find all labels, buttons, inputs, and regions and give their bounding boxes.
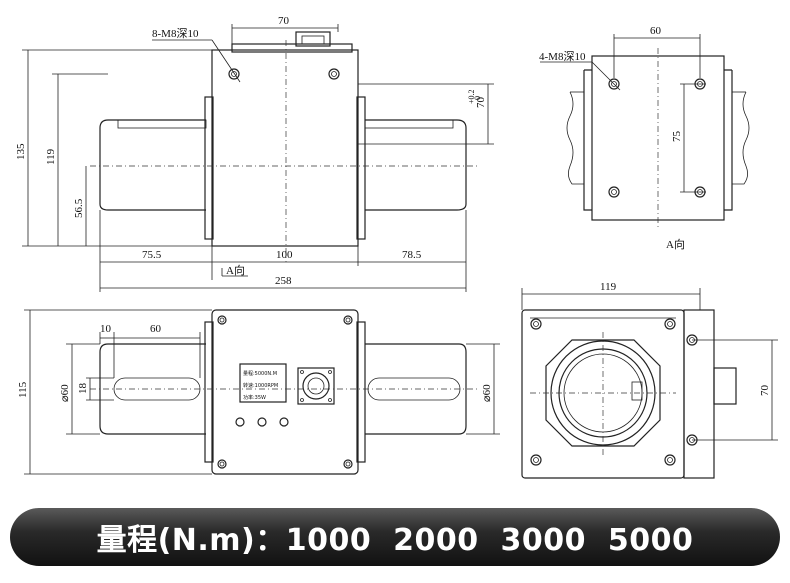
front-mount-holes xyxy=(228,68,340,80)
top-dim-key-width: 18 xyxy=(77,383,89,395)
top-dim-keyway-length: 60 xyxy=(150,323,162,335)
top-right-shaft xyxy=(365,343,467,435)
top-dim-shaft-dia-left: ⌀60 xyxy=(59,384,71,402)
end-view: 119 70 xyxy=(521,281,778,479)
top-dim-height: 115 xyxy=(17,381,29,398)
top-dim-key-offset: 10 xyxy=(100,323,112,335)
side-dim-hole-spacing-h: 60 xyxy=(650,25,662,37)
top-body xyxy=(211,309,359,475)
top-dim-shaft-dia-right: ⌀60 xyxy=(481,384,493,402)
indicator-leds xyxy=(235,417,289,427)
front-dim-tolerance-lower: 0 xyxy=(473,96,482,100)
front-dim-tolerance-upper: +0.2 xyxy=(467,89,476,104)
nameplate-line2: 转速:1000RPM xyxy=(243,382,278,389)
front-dim-right-shaft: 78.5 xyxy=(402,249,422,261)
front-dim-shaft-height: 119 xyxy=(45,148,57,165)
side-hole-note: 4-M8深10 xyxy=(539,50,586,63)
front-connector xyxy=(295,31,331,47)
technical-drawing: 8-M8深10 70 135 119 56.5 75.5 100 78.5 25… xyxy=(15,15,778,479)
front-hole-note: 8-M8深10 xyxy=(152,27,199,40)
end-connector xyxy=(713,367,737,405)
end-dim-width: 119 xyxy=(600,281,617,293)
front-dim-body-length: 100 xyxy=(276,249,293,261)
front-dim-left-shaft: 75.5 xyxy=(142,249,162,261)
end-dim-hole-spacing: 70 xyxy=(759,385,771,397)
connector-socket xyxy=(297,367,335,405)
front-view: 8-M8深10 70 135 119 56.5 75.5 100 78.5 25… xyxy=(15,15,494,292)
side-mount-holes xyxy=(608,78,706,198)
nameplate-line1: 量程:5000N.M xyxy=(243,370,277,377)
nameplate xyxy=(239,363,287,403)
front-dim-overall-length: 258 xyxy=(275,275,292,287)
range-banner: 量程(N.m)：1000 2000 3000 5000 xyxy=(10,508,780,566)
side-dim-hole-spacing-v: 75 xyxy=(671,131,683,143)
range-banner-text: 量程(N.m)：1000 2000 3000 5000 xyxy=(96,523,694,558)
front-dim-top-width: 70 xyxy=(278,15,290,27)
side-view-caption: A向 xyxy=(666,237,685,251)
front-right-shaft xyxy=(365,119,467,211)
front-dim-tolerance-main: 70 xyxy=(475,97,487,109)
front-left-shaft xyxy=(99,119,206,211)
top-view: 量程:5000N.M 转速:1000RPM 功率:35W 10 60 115 xyxy=(17,309,500,475)
end-corner-screws xyxy=(530,318,676,466)
front-top-plate xyxy=(231,43,353,53)
end-side-holes xyxy=(686,334,698,446)
side-view-a: 60 75 4-M8深10 A向 xyxy=(539,25,750,251)
front-view-marker: A向 xyxy=(226,263,245,277)
front-body xyxy=(211,49,359,247)
top-corner-screws xyxy=(217,315,353,469)
front-dim-center-height: 56.5 xyxy=(73,198,85,218)
front-dim-overall-height: 135 xyxy=(15,143,27,160)
nameplate-line3: 功率:35W xyxy=(243,394,266,401)
